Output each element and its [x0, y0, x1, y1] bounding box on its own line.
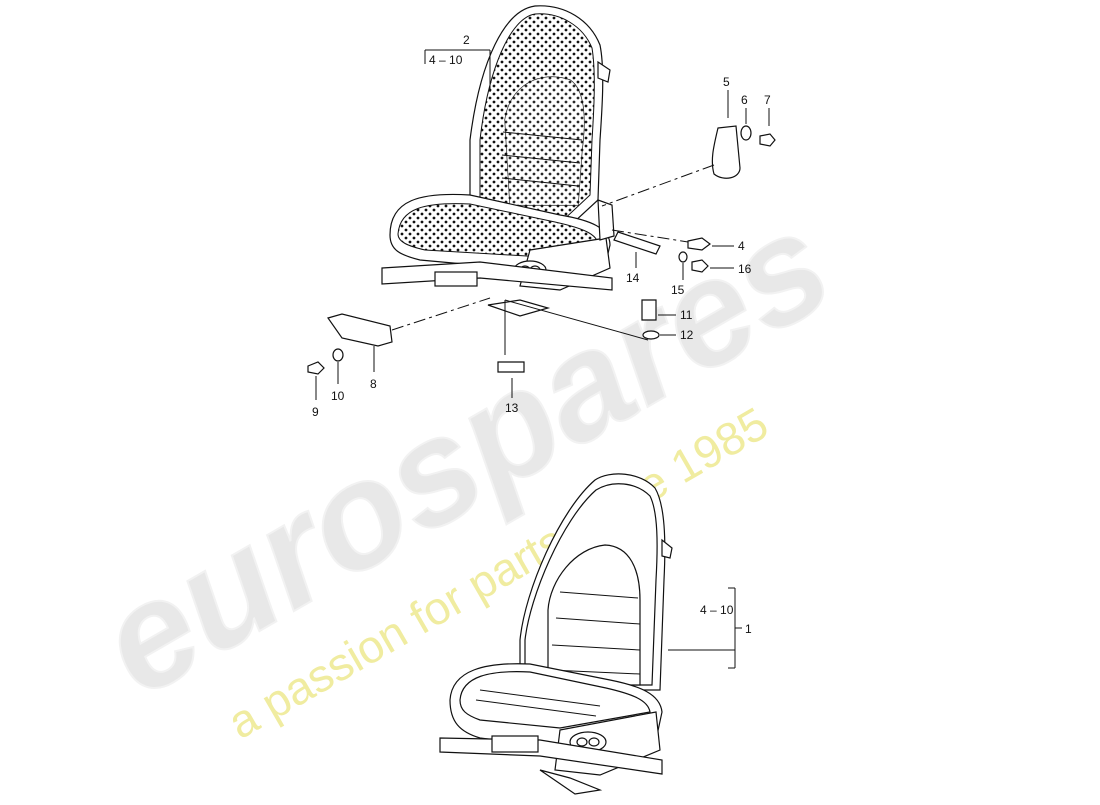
bottom-seat: [439, 473, 673, 795]
bolt-part-4: [687, 237, 711, 251]
washer-part-6: [740, 125, 752, 141]
callout-11: 11: [680, 308, 693, 322]
top-seat-rails: [381, 261, 613, 291]
callout-10: 10: [331, 389, 345, 403]
callout-top-seat-range: 4 – 10: [429, 53, 463, 67]
callout-bottom-seat-number: 1: [745, 622, 752, 636]
part-13-group: 13: [497, 300, 525, 415]
top-seat: [381, 5, 615, 317]
washer-part-15: [678, 251, 688, 263]
clip-part-13: [497, 361, 525, 373]
parts-plug-group: 11 12: [504, 299, 694, 342]
screw-part-9: [307, 361, 325, 375]
bottom-seat-release-lever: [661, 538, 673, 559]
cover-part-8: [327, 313, 393, 347]
callout-bottom-seat-range: 4 – 10: [700, 603, 734, 617]
callout-8: 8: [370, 377, 377, 391]
rod-part-14: [613, 231, 661, 255]
top-seat-release-lever: [597, 60, 611, 83]
parts-knob-group: 5 6 7: [601, 75, 776, 207]
callout-16: 16: [738, 262, 752, 276]
parts-cover-group: 8 10 9: [307, 297, 491, 419]
release-knob-part-5: [711, 125, 741, 179]
callout-5: 5: [723, 75, 730, 89]
callout-7: 7: [764, 93, 771, 107]
bottom-seat-backrest-insert: [547, 544, 641, 686]
callout-14: 14: [626, 271, 640, 285]
screw-part-16: [691, 259, 709, 273]
screw-part-7: [759, 133, 776, 147]
callout-15: 15: [671, 283, 685, 297]
callout-12: 12: [680, 328, 694, 342]
callout-13: 13: [505, 401, 519, 415]
plug-part-11: [641, 299, 657, 321]
callout-9: 9: [312, 405, 319, 419]
callout-top-seat-number: 2: [463, 33, 470, 47]
callout-6: 6: [741, 93, 748, 107]
top-seat-callout: 2 4 – 10: [424, 33, 491, 92]
bottom-seat-callout: 4 – 10 1: [668, 587, 752, 669]
parts-rod-group: 14 4 15 16: [611, 229, 752, 297]
washer-part-12: [642, 330, 660, 340]
callout-4: 4: [738, 239, 745, 253]
washer-part-10: [332, 348, 344, 362]
